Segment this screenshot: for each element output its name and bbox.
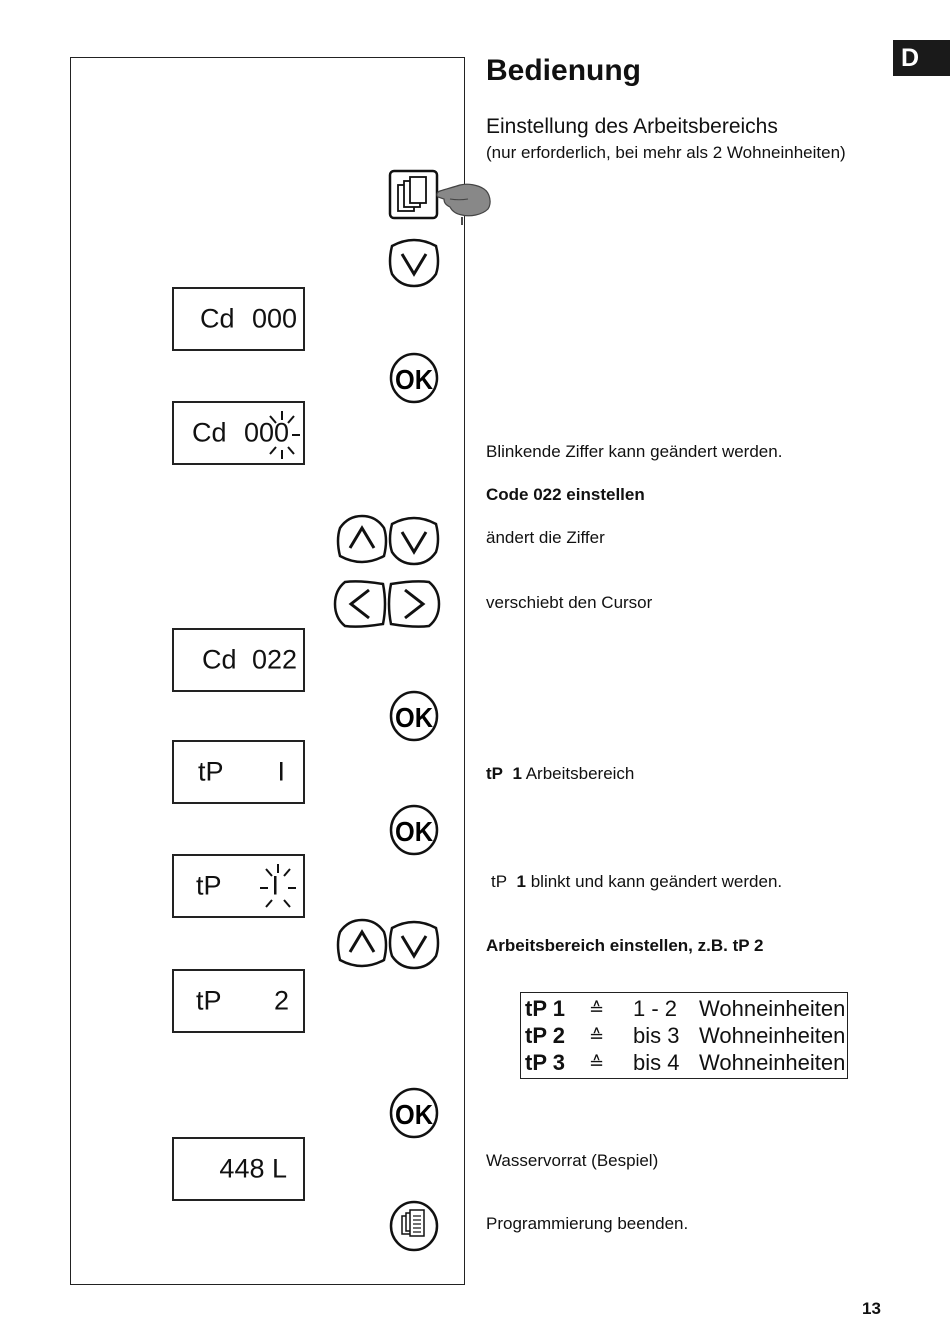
- instruction-move-cursor: verschiebt den Cursor: [486, 593, 653, 612]
- instruction-code: Code 022 einstellen: [486, 485, 645, 504]
- pointing-hand-icon: [436, 183, 491, 225]
- display-cd-000-blinking: Cd 000: [172, 401, 305, 465]
- left-button[interactable]: [333, 578, 387, 635]
- instruction-tp1: tP 1 Arbeitsbereich: [486, 764, 635, 783]
- blink-rays-icon: [269, 411, 300, 459]
- svg-text:OK: OK: [395, 702, 433, 733]
- display-cd-000: Cd 000: [172, 287, 305, 351]
- display-tp-1-blinking: tP I: [172, 854, 305, 918]
- language-tab: D: [893, 40, 950, 76]
- ok-button[interactable]: OK: [389, 352, 439, 409]
- down-button[interactable]: [388, 918, 440, 975]
- instruction-blink: Blinkende Ziffer kann geändert werden.: [486, 442, 783, 461]
- right-button[interactable]: [387, 578, 441, 635]
- instruction-end: Programmierung beenden.: [486, 1214, 689, 1233]
- page-number: 13: [862, 1299, 881, 1318]
- section-note: (nur erforderlich, bei mehr als 2 Wohnei…: [486, 143, 846, 162]
- up-button[interactable]: [336, 918, 388, 975]
- display-water-volume: 448 L: [172, 1137, 305, 1201]
- blink-rays-icon: [260, 864, 296, 908]
- instruction-water: Wasservorrat (Bespiel): [486, 1151, 659, 1170]
- page-title: Bedienung: [486, 54, 641, 87]
- documents-icon: [401, 1209, 425, 1237]
- svg-text:OK: OK: [395, 816, 433, 847]
- ok-button[interactable]: OK: [389, 690, 439, 747]
- down-button[interactable]: [388, 236, 440, 293]
- ok-button[interactable]: OK: [389, 1087, 439, 1144]
- menu-button[interactable]: [388, 169, 498, 230]
- section-title: Einstellung des Arbeitsbereichs: [486, 115, 778, 138]
- ok-button[interactable]: OK: [389, 804, 439, 861]
- svg-text:OK: OK: [395, 364, 433, 395]
- up-button[interactable]: [336, 514, 388, 571]
- control-panel-frame: [70, 57, 465, 1285]
- svg-text:OK: OK: [395, 1099, 433, 1130]
- instruction-change-digit: ändert die Ziffer: [486, 528, 605, 547]
- work-area-table: tP 1 ≙ 1 - 2 Wohneinheiten tP 2 ≙ bis 3 …: [520, 992, 848, 1079]
- instruction-set-area: Arbeitsbereich einstellen, z.B. tP 2: [486, 936, 764, 955]
- display-cd-022: Cd 022: [172, 628, 305, 692]
- down-button[interactable]: [388, 514, 440, 571]
- display-tp-1: tP I: [172, 740, 305, 804]
- end-programming-button[interactable]: [389, 1200, 439, 1257]
- display-tp-2: tP 2: [172, 969, 305, 1033]
- instruction-tp1-blink: tP 1 blinkt und kann geändert werden.: [491, 872, 783, 891]
